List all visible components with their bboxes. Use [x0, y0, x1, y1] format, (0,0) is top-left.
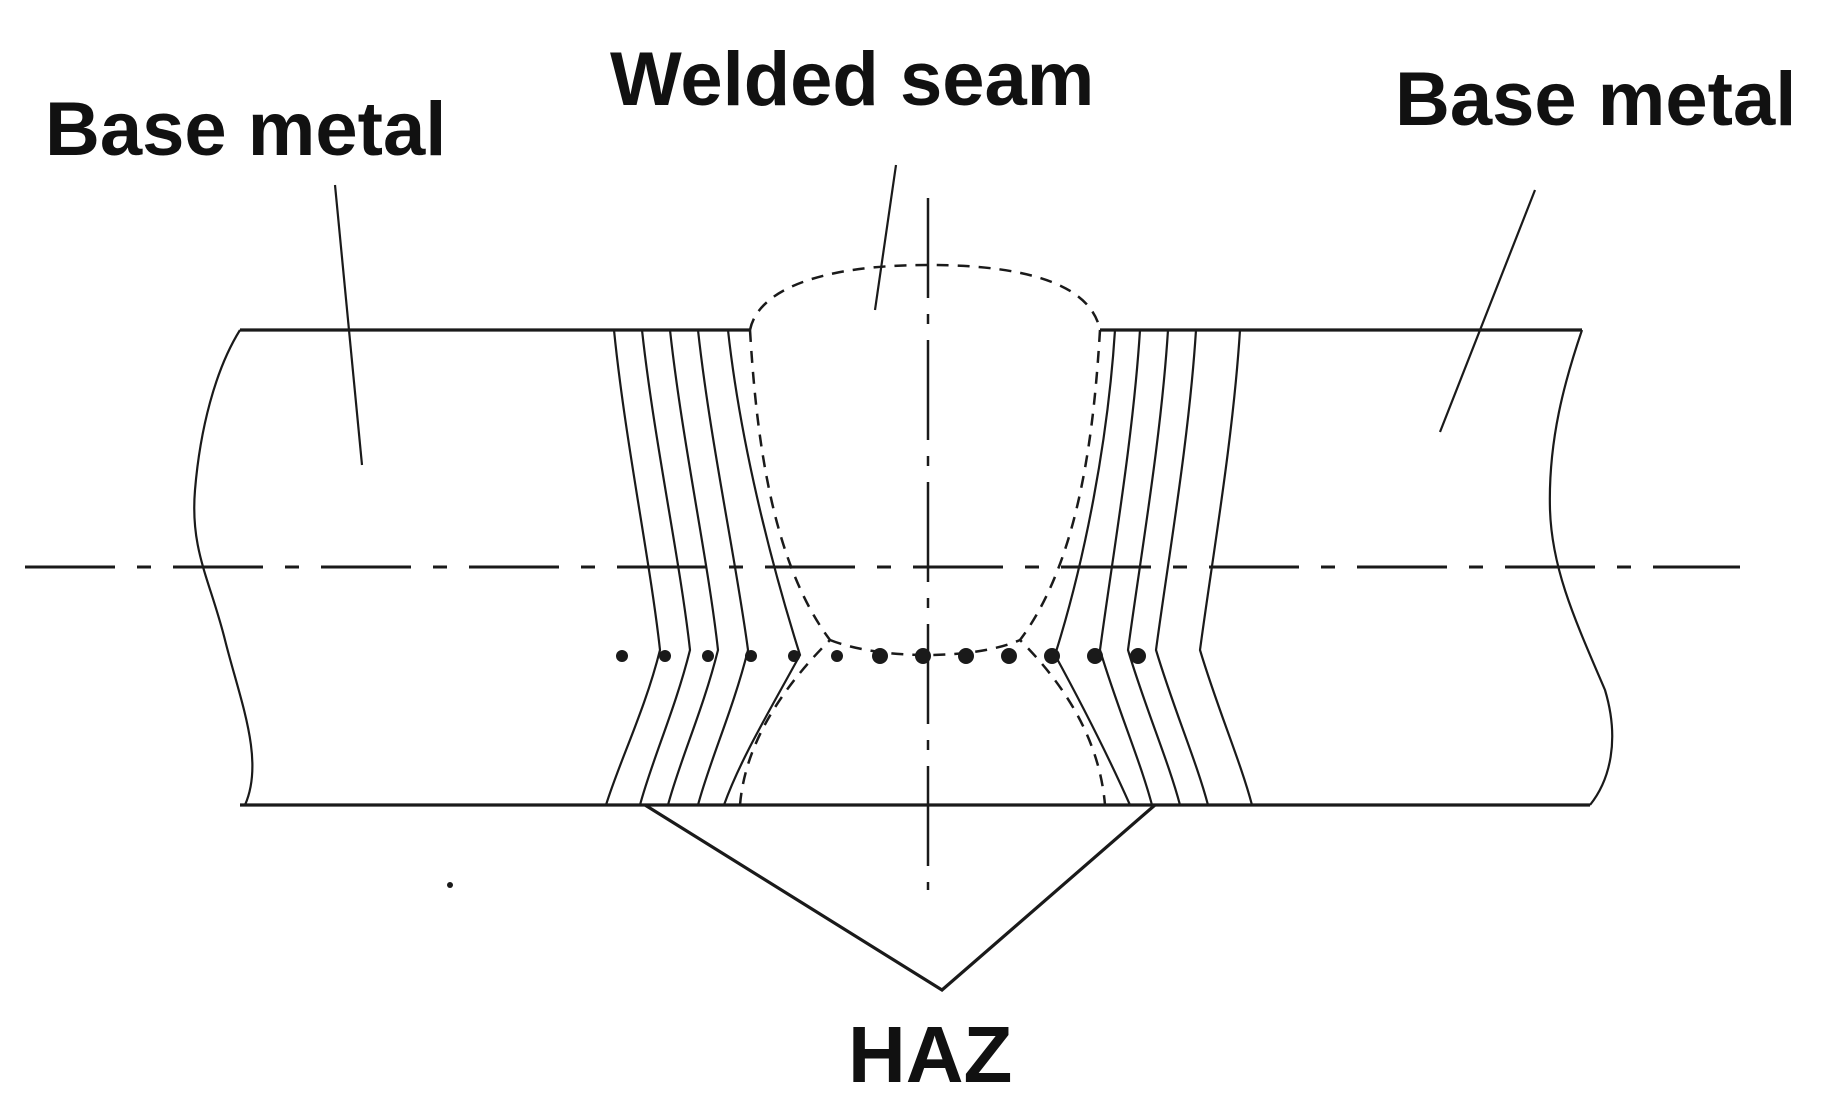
plate-break-line-right	[1548, 329, 1614, 806]
haz-line-right-4	[1154, 329, 1210, 806]
measurement-point	[1130, 648, 1146, 664]
haz-line-right-5	[1198, 329, 1254, 806]
measurement-point	[872, 648, 888, 664]
measurement-point	[958, 648, 974, 664]
measurement-point	[1044, 648, 1060, 664]
label-haz: HAZ	[848, 1010, 1012, 1096]
measurement-point	[659, 650, 671, 662]
weld-bead-left-flank	[738, 329, 832, 806]
leader-welded-seam	[873, 164, 898, 311]
label-base-metal-right: Base metal	[1395, 57, 1796, 142]
weld-bead	[738, 263, 1107, 806]
measurement-point	[1001, 648, 1017, 664]
weld-bead-right-flank	[1018, 329, 1107, 806]
haz-lines-left	[604, 329, 802, 806]
measurement-point	[788, 650, 800, 662]
measurement-point	[616, 650, 628, 662]
measurement-point-row	[616, 648, 1146, 664]
haz-lines-right	[1053, 329, 1254, 806]
haz-line-right-2	[1098, 329, 1154, 806]
measurement-point	[1087, 648, 1103, 664]
label-base-metal-left: Base metal	[45, 87, 446, 172]
measurement-point	[915, 648, 931, 664]
plate-break-line-left	[193, 329, 254, 806]
weld-bead-bottom-root	[829, 638, 1021, 657]
measurement-point	[831, 650, 843, 662]
label-welded-seam: Welded seam	[610, 37, 1094, 122]
leader-base-metal-right	[1438, 189, 1537, 433]
leader-haz	[644, 803, 1157, 992]
leader-lines	[333, 164, 1537, 992]
leader-base-metal-left	[333, 184, 364, 466]
measurement-point	[745, 650, 757, 662]
stray-dot	[447, 882, 453, 888]
haz-line-left-5	[722, 329, 802, 806]
haz-line-left-1	[604, 329, 662, 806]
weld-bead-top-outline	[748, 263, 1102, 331]
haz-line-left-4	[696, 329, 750, 806]
haz-line-right-3	[1126, 329, 1182, 806]
haz-line-right-1	[1053, 329, 1132, 806]
haz-line-left-3	[666, 329, 720, 806]
measurement-point	[702, 650, 714, 662]
haz-line-left-2	[638, 329, 692, 806]
plate-outline	[193, 328, 1614, 807]
